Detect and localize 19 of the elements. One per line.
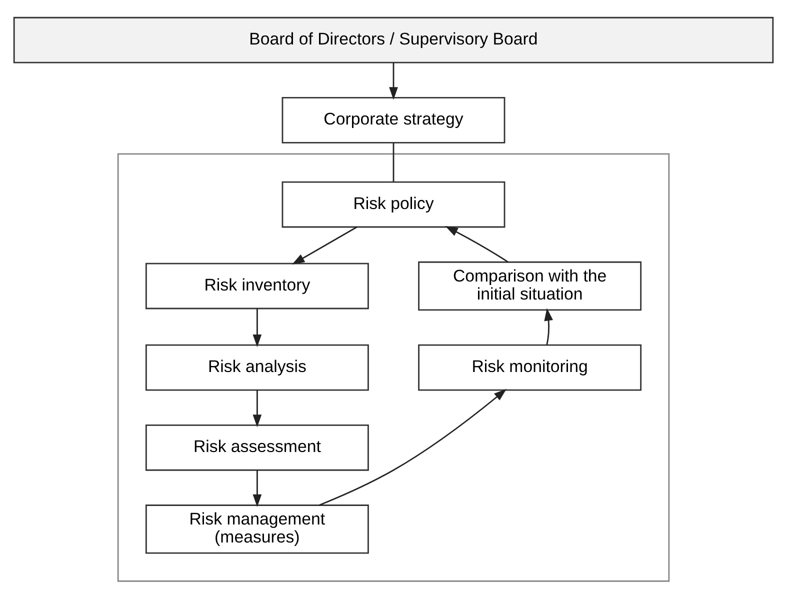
node-box: Risk policy: [282, 180, 506, 228]
arrow: [544, 308, 553, 344]
arrow: [252, 308, 262, 347]
arrow: [252, 390, 262, 427]
arrow: [445, 226, 509, 262]
node-box: Corporate strategy: [282, 96, 506, 143]
node-box: Risk analysis: [145, 344, 369, 390]
connector: [392, 142, 394, 182]
node-box: Risk assessment: [145, 424, 369, 470]
arrow: [292, 226, 358, 264]
arrow: [318, 388, 507, 506]
cluster: [117, 152, 670, 582]
node-box: Board of Directors / Supervisory Board: [13, 16, 774, 63]
arrow: [389, 62, 398, 100]
node-box: Risk management (measures): [145, 504, 369, 554]
node-box: Comparison with the initial situation: [418, 260, 642, 310]
node-box: Risk monitoring: [418, 344, 642, 390]
node-box: Risk inventory: [145, 262, 369, 309]
arrow: [252, 470, 262, 507]
